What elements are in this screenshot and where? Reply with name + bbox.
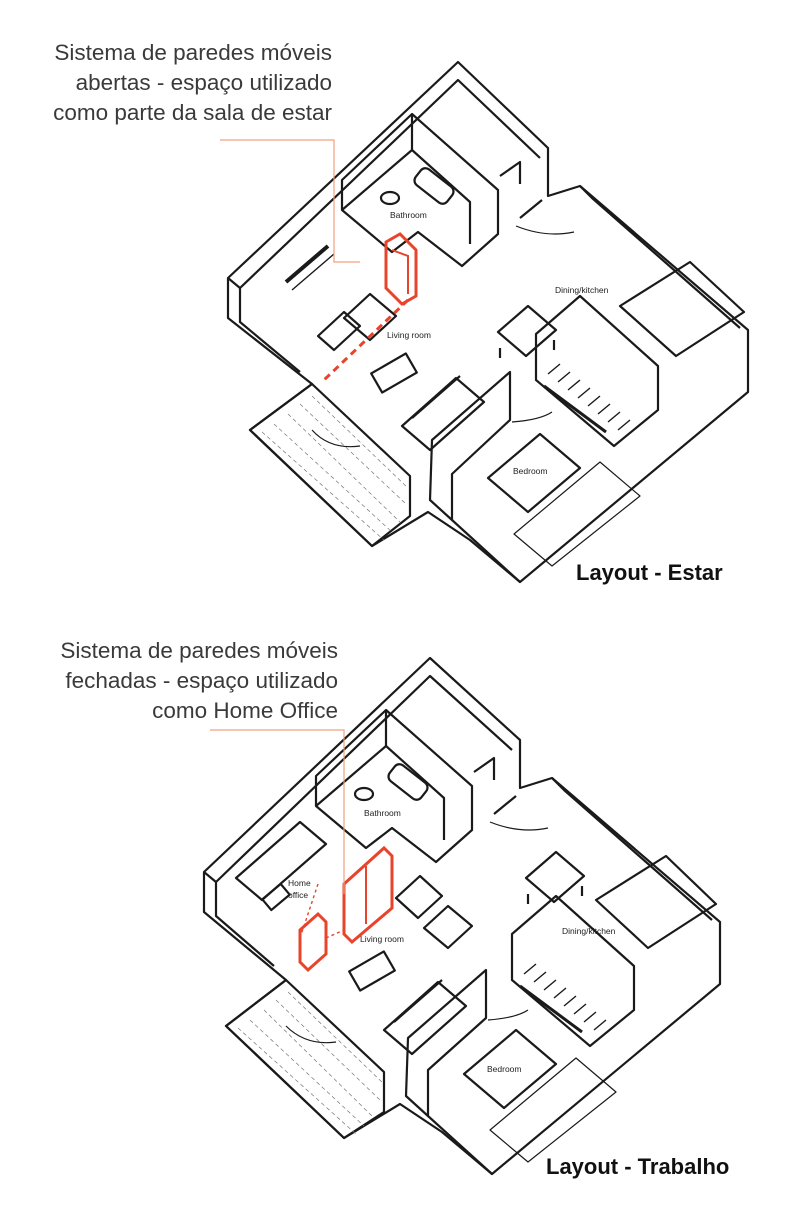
caption-line: como Home Office (152, 698, 338, 723)
layout-estar-panel: Bathroom Dining/kitchen Living room Bedr… (0, 0, 794, 600)
armchair (342, 292, 398, 342)
room-label-living: Living room (387, 330, 431, 340)
outer-wall (202, 656, 722, 1176)
room-label-bathroom: Bathroom (390, 210, 427, 220)
layout-trabalho-panel: Bathroom Dining/kitchen Living room Bedr… (0, 608, 794, 1208)
room-label-bathroom: Bathroom (364, 808, 401, 818)
floor-plan-estar: Bathroom Dining/kitchen Living room Bedr… (220, 60, 750, 584)
floor-plan-trabalho: Bathroom Dining/kitchen Living room Bedr… (202, 656, 722, 1176)
movable-wall-closed (298, 845, 394, 973)
bed (462, 1028, 558, 1110)
room-label-bedroom: Bedroom (487, 1064, 522, 1074)
bathroom-walls (340, 112, 500, 268)
sofa (382, 980, 468, 1056)
bathroom-walls (314, 708, 474, 864)
caption-line: Sistema de paredes móveis (60, 638, 338, 663)
caption-line: Sistema de paredes móveis (54, 40, 332, 65)
room-label-dining: Dining/kitchen (562, 926, 616, 936)
movable-wall-open (384, 232, 418, 306)
room-label-office: office (288, 890, 308, 900)
room-label-living: Living room (360, 934, 404, 944)
caption-estar: Sistema de paredes móveis abertas - espa… (53, 38, 332, 128)
caption-trabalho: Sistema de paredes móveis fechadas - esp… (60, 636, 338, 726)
layout-title-trabalho: Layout - Trabalho (546, 1154, 730, 1179)
caption-line: fechadas - espaço utilizado (65, 668, 338, 693)
bed (486, 432, 582, 514)
armchair (394, 874, 444, 920)
balcony (248, 382, 412, 548)
caption-leader (220, 139, 360, 263)
room-label-home: Home (288, 878, 311, 888)
layout-title-estar: Layout - Estar (576, 560, 723, 585)
movable-wall-track (322, 298, 410, 382)
caption-line: como parte da sala de estar (53, 100, 332, 125)
balcony (224, 978, 386, 1140)
room-label-bedroom: Bedroom (513, 466, 548, 476)
sofa (400, 376, 486, 452)
room-label-dining: Dining/kitchen (555, 285, 609, 295)
dining-partition (510, 894, 636, 1048)
dining-partition (534, 294, 660, 448)
caption-leader (210, 729, 345, 894)
caption-line: abertas - espaço utilizado (75, 70, 332, 95)
